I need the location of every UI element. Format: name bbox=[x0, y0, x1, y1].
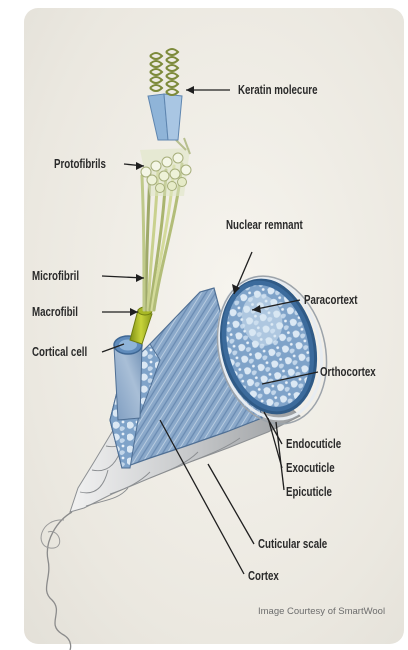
leader-cuticular-scale bbox=[208, 464, 254, 544]
protofibril-bundle bbox=[140, 138, 191, 196]
image-credit: Image Courtesy of SmartWool bbox=[258, 606, 385, 617]
fiber-tail bbox=[47, 512, 72, 650]
label-cuticular-scale: Cuticular scale bbox=[258, 538, 327, 551]
label-protofibrils: Protofibrils bbox=[54, 158, 106, 171]
label-orthocortex: Orthocortex bbox=[320, 366, 376, 379]
label-keratin-molecule: Keratin molecure bbox=[238, 84, 318, 97]
label-endocuticle: Endocuticle bbox=[286, 438, 341, 451]
label-macrofibril: Macrofibil bbox=[32, 306, 78, 319]
label-cortical-cell: Cortical cell bbox=[32, 346, 87, 359]
cortical-cell bbox=[114, 336, 142, 420]
leader-epicuticle bbox=[276, 422, 284, 490]
label-exocuticle: Exocuticle bbox=[286, 462, 335, 475]
keratin-molecule bbox=[148, 49, 182, 140]
label-paracortex: Paracortext bbox=[304, 294, 358, 307]
label-microfibril: Microfibril bbox=[32, 270, 79, 283]
label-epicuticle: Epicuticle bbox=[286, 486, 332, 499]
label-cortex: Cortex bbox=[248, 570, 279, 583]
label-nuclear-remnant: Nuclear remnant bbox=[226, 219, 303, 232]
